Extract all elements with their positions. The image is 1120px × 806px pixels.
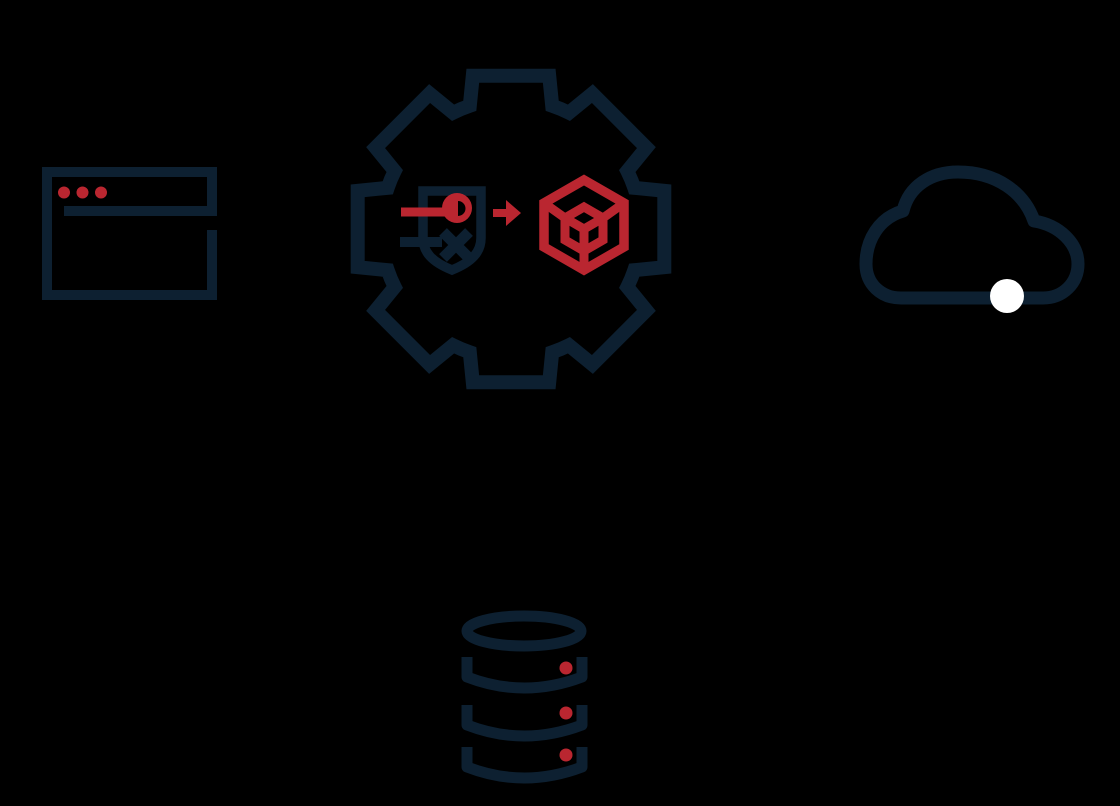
policy-gear-icon — [350, 68, 672, 390]
allow-rule-circle-notch — [458, 201, 466, 216]
cloud-icon — [859, 165, 1085, 313]
cloud-outline — [859, 165, 1085, 305]
deny-x-icon — [439, 228, 473, 262]
database-top — [461, 610, 587, 652]
browser-window-icon — [42, 167, 217, 300]
cube-inner-faces — [562, 214, 606, 251]
database-tier — [461, 705, 588, 742]
database-indicator-dot — [559, 706, 573, 720]
browser-control-dot — [76, 186, 89, 199]
database-tier — [461, 657, 588, 694]
database-indicator-dot — [559, 748, 573, 762]
database-tier — [461, 747, 588, 784]
cube-connectors — [541, 199, 627, 270]
database-indicator-dot — [559, 661, 573, 675]
allow-rule-circle — [442, 193, 472, 223]
flow-arrow-icon — [493, 200, 521, 226]
container-cube-icon — [539, 174, 629, 276]
flow-arrow-head — [506, 200, 521, 226]
browser-frame — [42, 167, 217, 300]
browser-control-dot — [95, 186, 107, 199]
gear-outline — [350, 68, 672, 390]
database-icon — [461, 610, 588, 784]
browser-control-dot — [58, 186, 70, 199]
cloud-endpoint-dot — [990, 279, 1024, 313]
